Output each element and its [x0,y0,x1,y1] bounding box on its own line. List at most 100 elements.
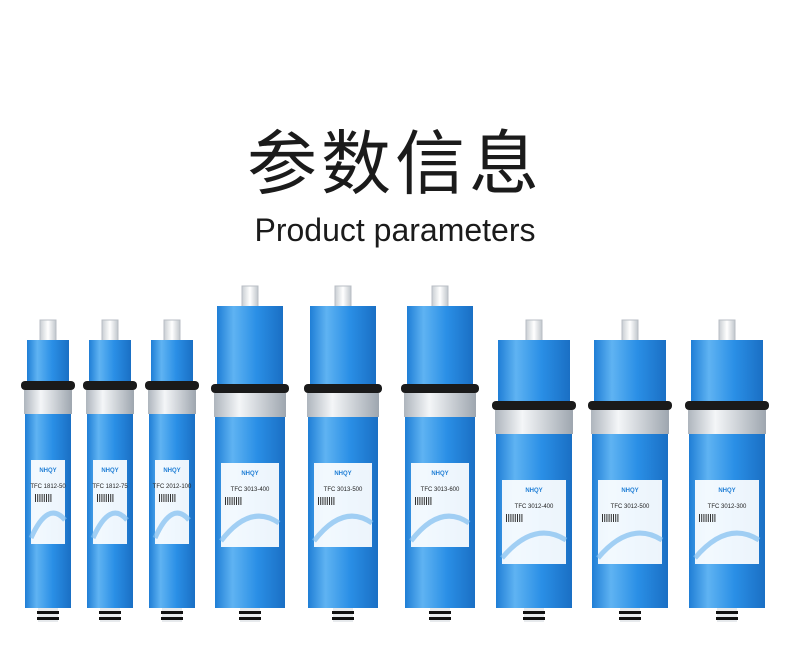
barcode-bar [333,497,335,505]
barcode-bar [617,514,619,522]
barcode-bar [610,514,612,522]
bottom-oring [716,611,738,614]
label-swoosh [409,513,471,543]
barcode-bar [101,494,103,502]
barcode-bar [231,497,233,505]
label-swoosh [90,510,129,540]
top-tube [525,319,543,343]
bottom-oring [523,617,545,620]
barcode-bar [50,494,52,502]
barcode-bar [165,494,167,502]
barcode-bar [37,494,39,502]
membrane-body-upper [27,340,69,385]
membrane-body-upper [310,306,376,388]
label-swoosh [500,530,568,560]
barcode-bar [506,514,507,522]
barcode-bar [712,514,714,522]
barcode-bar [326,497,328,505]
label-swoosh [596,530,664,560]
bottom-oring [429,617,451,620]
membrane-element: NHQY TFC 3013-500 [304,285,382,622]
barcode-bar [510,514,512,522]
membrane-body-upper [594,340,666,405]
brand-text: NHQY [621,488,638,494]
barcode-bar [703,514,705,522]
model-text: TFC 3013-500 [324,487,363,493]
bottom-oring [523,611,545,614]
barcode-bar [519,514,521,522]
page-title: 参数信息 [247,123,543,205]
end-cap [404,393,476,417]
top-tube [718,319,736,343]
top-tube [334,285,352,309]
barcode-bar [521,514,523,522]
barcode-bar [331,497,333,505]
seal-ring [492,401,576,410]
membrane-body-upper [691,340,763,405]
barcode-bar [225,497,226,505]
barcode-bar [46,494,47,502]
top-tube [163,319,181,343]
barcode-bar [159,494,160,502]
barcode-bar [615,514,617,522]
barcode-bar [43,494,45,502]
model-text: TFC 3013-400 [231,487,270,493]
bottom-oring [716,617,738,620]
brand-text: NHQY [525,488,542,494]
bottom-oring [619,617,641,620]
barcode-bar [602,514,603,522]
seal-ring [304,384,382,393]
model-text: TFC 2012-100 [153,484,192,490]
seal-ring [588,401,672,410]
label-swoosh [312,513,374,543]
label-swoosh [28,510,67,540]
barcode-bar [613,514,614,522]
bottom-oring [161,611,183,614]
barcode-bar [99,494,101,502]
barcode-bar [430,497,432,505]
model-text: TFC 1812-75 [92,484,128,490]
seal-ring [21,381,75,390]
barcode-bar [97,494,98,502]
barcode-bar [417,497,419,505]
barcode-bar [329,497,330,505]
end-cap [591,410,669,434]
barcode-bar [415,497,416,505]
barcode-bar [606,514,608,522]
model-text: TFC 1812-50 [30,484,66,490]
barcode-bar [233,497,235,505]
end-cap [495,410,573,434]
barcode-bar [39,494,41,502]
barcode-bar [172,494,174,502]
barcode-bar [428,497,430,505]
membrane-element: NHQY TFC 3012-500 [588,319,672,622]
barcode-bar [322,497,324,505]
bottom-oring [239,611,261,614]
membrane-body-upper [151,340,193,385]
barcode-bar [710,514,711,522]
top-tube [431,285,449,309]
barcode-bar [161,494,163,502]
model-text: TFC 3012-400 [515,504,554,510]
barcode-bar [227,497,229,505]
brand-text: NHQY [334,471,351,477]
seal-ring [145,381,199,390]
barcode-bar [423,497,425,505]
barcode-bar [240,497,242,505]
brand-text: NHQY [718,488,735,494]
bottom-oring [429,611,451,614]
barcode-bar [608,514,610,522]
barcode-bar [41,494,43,502]
bottom-oring [37,611,59,614]
barcode-bar [167,494,169,502]
barcode-bar [421,497,423,505]
membrane-body-upper [89,340,131,385]
barcode-bar [419,497,421,505]
model-text: TFC 3012-500 [611,504,650,510]
bottom-oring [99,611,121,614]
